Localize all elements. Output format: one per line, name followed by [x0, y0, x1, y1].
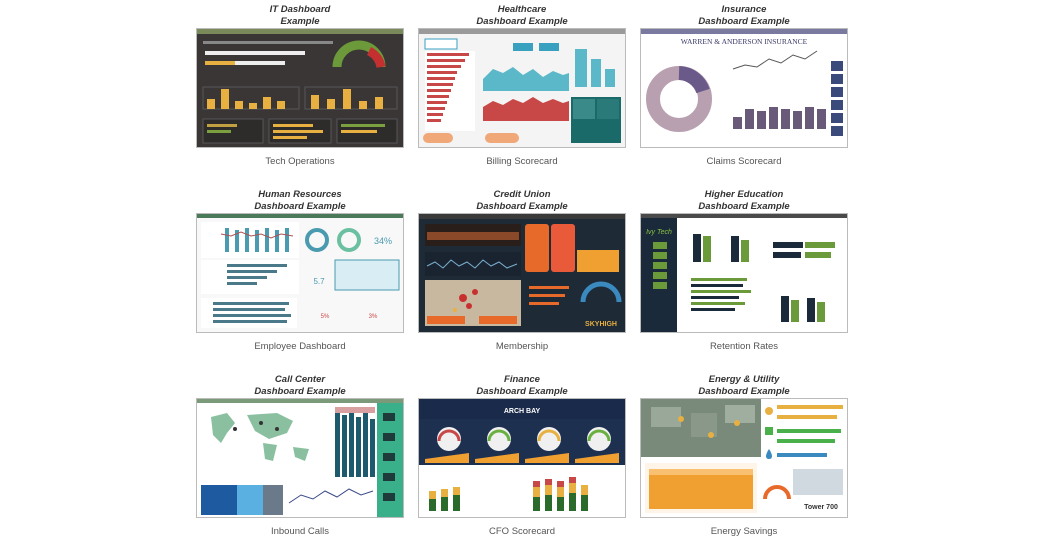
card-caption[interactable]: Energy Savings: [710, 526, 778, 537]
thumbnail-hr-dashboard[interactable]: 34% 5.7 5% 3%: [196, 213, 404, 333]
card-caption[interactable]: Retention Rates: [709, 341, 779, 352]
education-brand: Ivy Tech: [646, 229, 672, 236]
thumbnail-it-dashboard[interactable]: [196, 28, 404, 148]
thumbnail-credit-union-dashboard[interactable]: SKYHIGH: [418, 213, 626, 333]
card-caption[interactable]: Claims Scorecard: [706, 156, 782, 167]
credit-union-brand: SKYHIGH: [585, 321, 617, 328]
card-caption[interactable]: Inbound Calls: [270, 526, 330, 537]
hr-kpi2: 5.7: [313, 277, 325, 286]
card-caption[interactable]: Employee Dashboard: [254, 341, 346, 352]
hr-kpi: 34%: [374, 236, 392, 246]
card-caption[interactable]: CFO Scorecard: [489, 526, 555, 537]
energy-brand: Tower 700: [804, 504, 838, 511]
insurance-brand: WARREN & ANDERSON INSURANCE: [681, 37, 808, 46]
thumbnail-energy-utility-dashboard[interactable]: Tower 700: [640, 398, 848, 518]
svg-text:3%: 3%: [369, 314, 378, 320]
thumbnail-call-center-dashboard[interactable]: [196, 398, 404, 518]
thumbnail-insurance-dashboard[interactable]: WARREN & ANDERSON INSURANCE: [640, 28, 848, 148]
thumbnail-higher-education-dashboard[interactable]: Ivy Tech: [640, 213, 848, 333]
card-caption[interactable]: Membership: [495, 341, 549, 352]
card-caption[interactable]: Billing Scorecard: [486, 156, 558, 167]
svg-text:5%: 5%: [321, 314, 330, 320]
thumbnail-finance-dashboard[interactable]: ARCH BAY: [418, 398, 626, 518]
finance-brand: ARCH BAY: [504, 408, 541, 415]
card-caption[interactable]: Tech Operations: [265, 156, 335, 167]
thumbnail-healthcare-dashboard[interactable]: [418, 28, 626, 148]
